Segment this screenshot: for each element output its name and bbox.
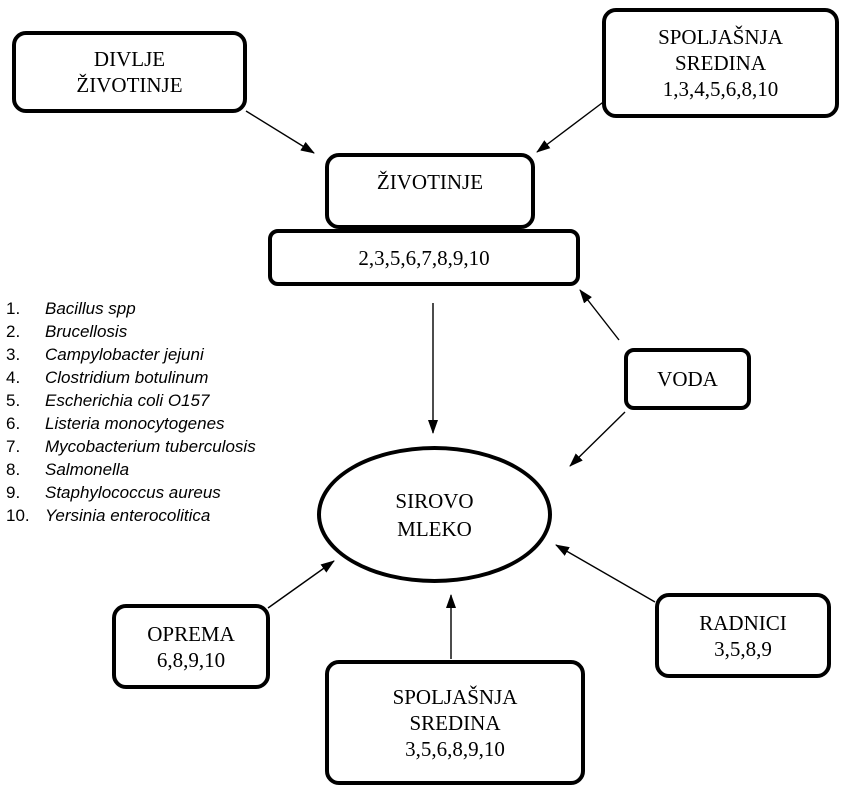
arrow-radnici-to-mleko xyxy=(555,544,656,603)
legend-item: 6.Listeria monocytogenes xyxy=(6,414,225,433)
legend-item: 10.Yersinia enterocolitica xyxy=(6,506,211,525)
node-spoljasnja-sredina-top-codes: 1,3,4,5,6,8,10 xyxy=(662,77,779,101)
node-radnici-codes: 3,5,8,9 xyxy=(714,636,772,661)
arrow-voda-to-zivotinje xyxy=(579,289,620,341)
legend-item: 8.Salmonella xyxy=(6,460,130,479)
node-oprema-codes: 6,8,9,10 xyxy=(156,647,226,672)
node-zivotinje: ŽIVOTINJE xyxy=(325,153,535,229)
node-spoljasnja-sredina-bottom-line1: SPOLJAŠNJA xyxy=(392,684,518,709)
node-divlje-zivotinje-line1: DIVLJE xyxy=(93,47,166,71)
node-spoljasnja-sredina-bottom-line2: SREDINA xyxy=(409,710,501,735)
legend-item: 5.Escherichia coli O157 xyxy=(6,391,210,410)
legend-item: 2.Brucellosis xyxy=(6,322,128,341)
node-radnici: RADNICI 3,5,8,9 xyxy=(655,593,831,678)
node-zivotinje-codes-text: 2,3,5,6,7,8,9,10 xyxy=(358,245,490,270)
node-zivotinje-codes: 2,3,5,6,7,8,9,10 xyxy=(268,229,580,286)
node-spoljasnja-sredina-top: SPOLJAŠNJA SREDINA 1,3,4,5,6,8,10 xyxy=(602,8,839,118)
node-spoljasnja-sredina-bottom-codes: 3,5,6,8,9,10 xyxy=(405,736,505,761)
node-spoljasnja-sredina-top-line2: SREDINA xyxy=(674,51,766,75)
legend-item: 4.Clostridium botulinum xyxy=(6,368,209,387)
node-voda: VODA xyxy=(624,348,751,410)
node-radnici-label: RADNICI xyxy=(699,610,787,635)
legend-item: 7.Mycobacterium tuberculosis xyxy=(6,437,256,456)
arrow-voda-to-mleko xyxy=(569,411,626,467)
node-oprema-label: OPREMA xyxy=(147,621,235,646)
node-divlje-zivotinje-line2: ŽIVOTINJE xyxy=(76,73,183,97)
legend-item: 1.Bacillus spp xyxy=(6,299,136,318)
arrow-oprema-to-mleko xyxy=(267,560,335,609)
node-sirovo-mleko-line2: MLEKO xyxy=(397,516,472,541)
node-spoljasnja-sredina-top-line1: SPOLJAŠNJA xyxy=(658,25,783,49)
node-zivotinje-label: ŽIVOTINJE xyxy=(376,170,484,194)
pathogen-legend: 1.Bacillus spp 2.Brucellosis 3.Campyloba… xyxy=(6,297,260,527)
node-voda-label: VODA xyxy=(657,367,718,391)
node-sirovo-mleko: SIROVO MLEKO xyxy=(317,446,552,583)
legend-item: 9.Staphylococcus aureus xyxy=(6,483,221,502)
arrow-spoljasnja-top-to-zivotinje xyxy=(536,99,607,153)
arrow-divlje-to-zivotinje xyxy=(245,110,315,154)
node-sirovo-mleko-line1: SIROVO xyxy=(395,488,474,513)
legend-item: 3.Campylobacter jejuni xyxy=(6,345,204,364)
node-divlje-zivotinje: DIVLJE ŽIVOTINJE xyxy=(12,31,247,113)
node-spoljasnja-sredina-bottom: SPOLJAŠNJA SREDINA 3,5,6,8,9,10 xyxy=(325,660,585,785)
node-oprema: OPREMA 6,8,9,10 xyxy=(112,604,270,689)
